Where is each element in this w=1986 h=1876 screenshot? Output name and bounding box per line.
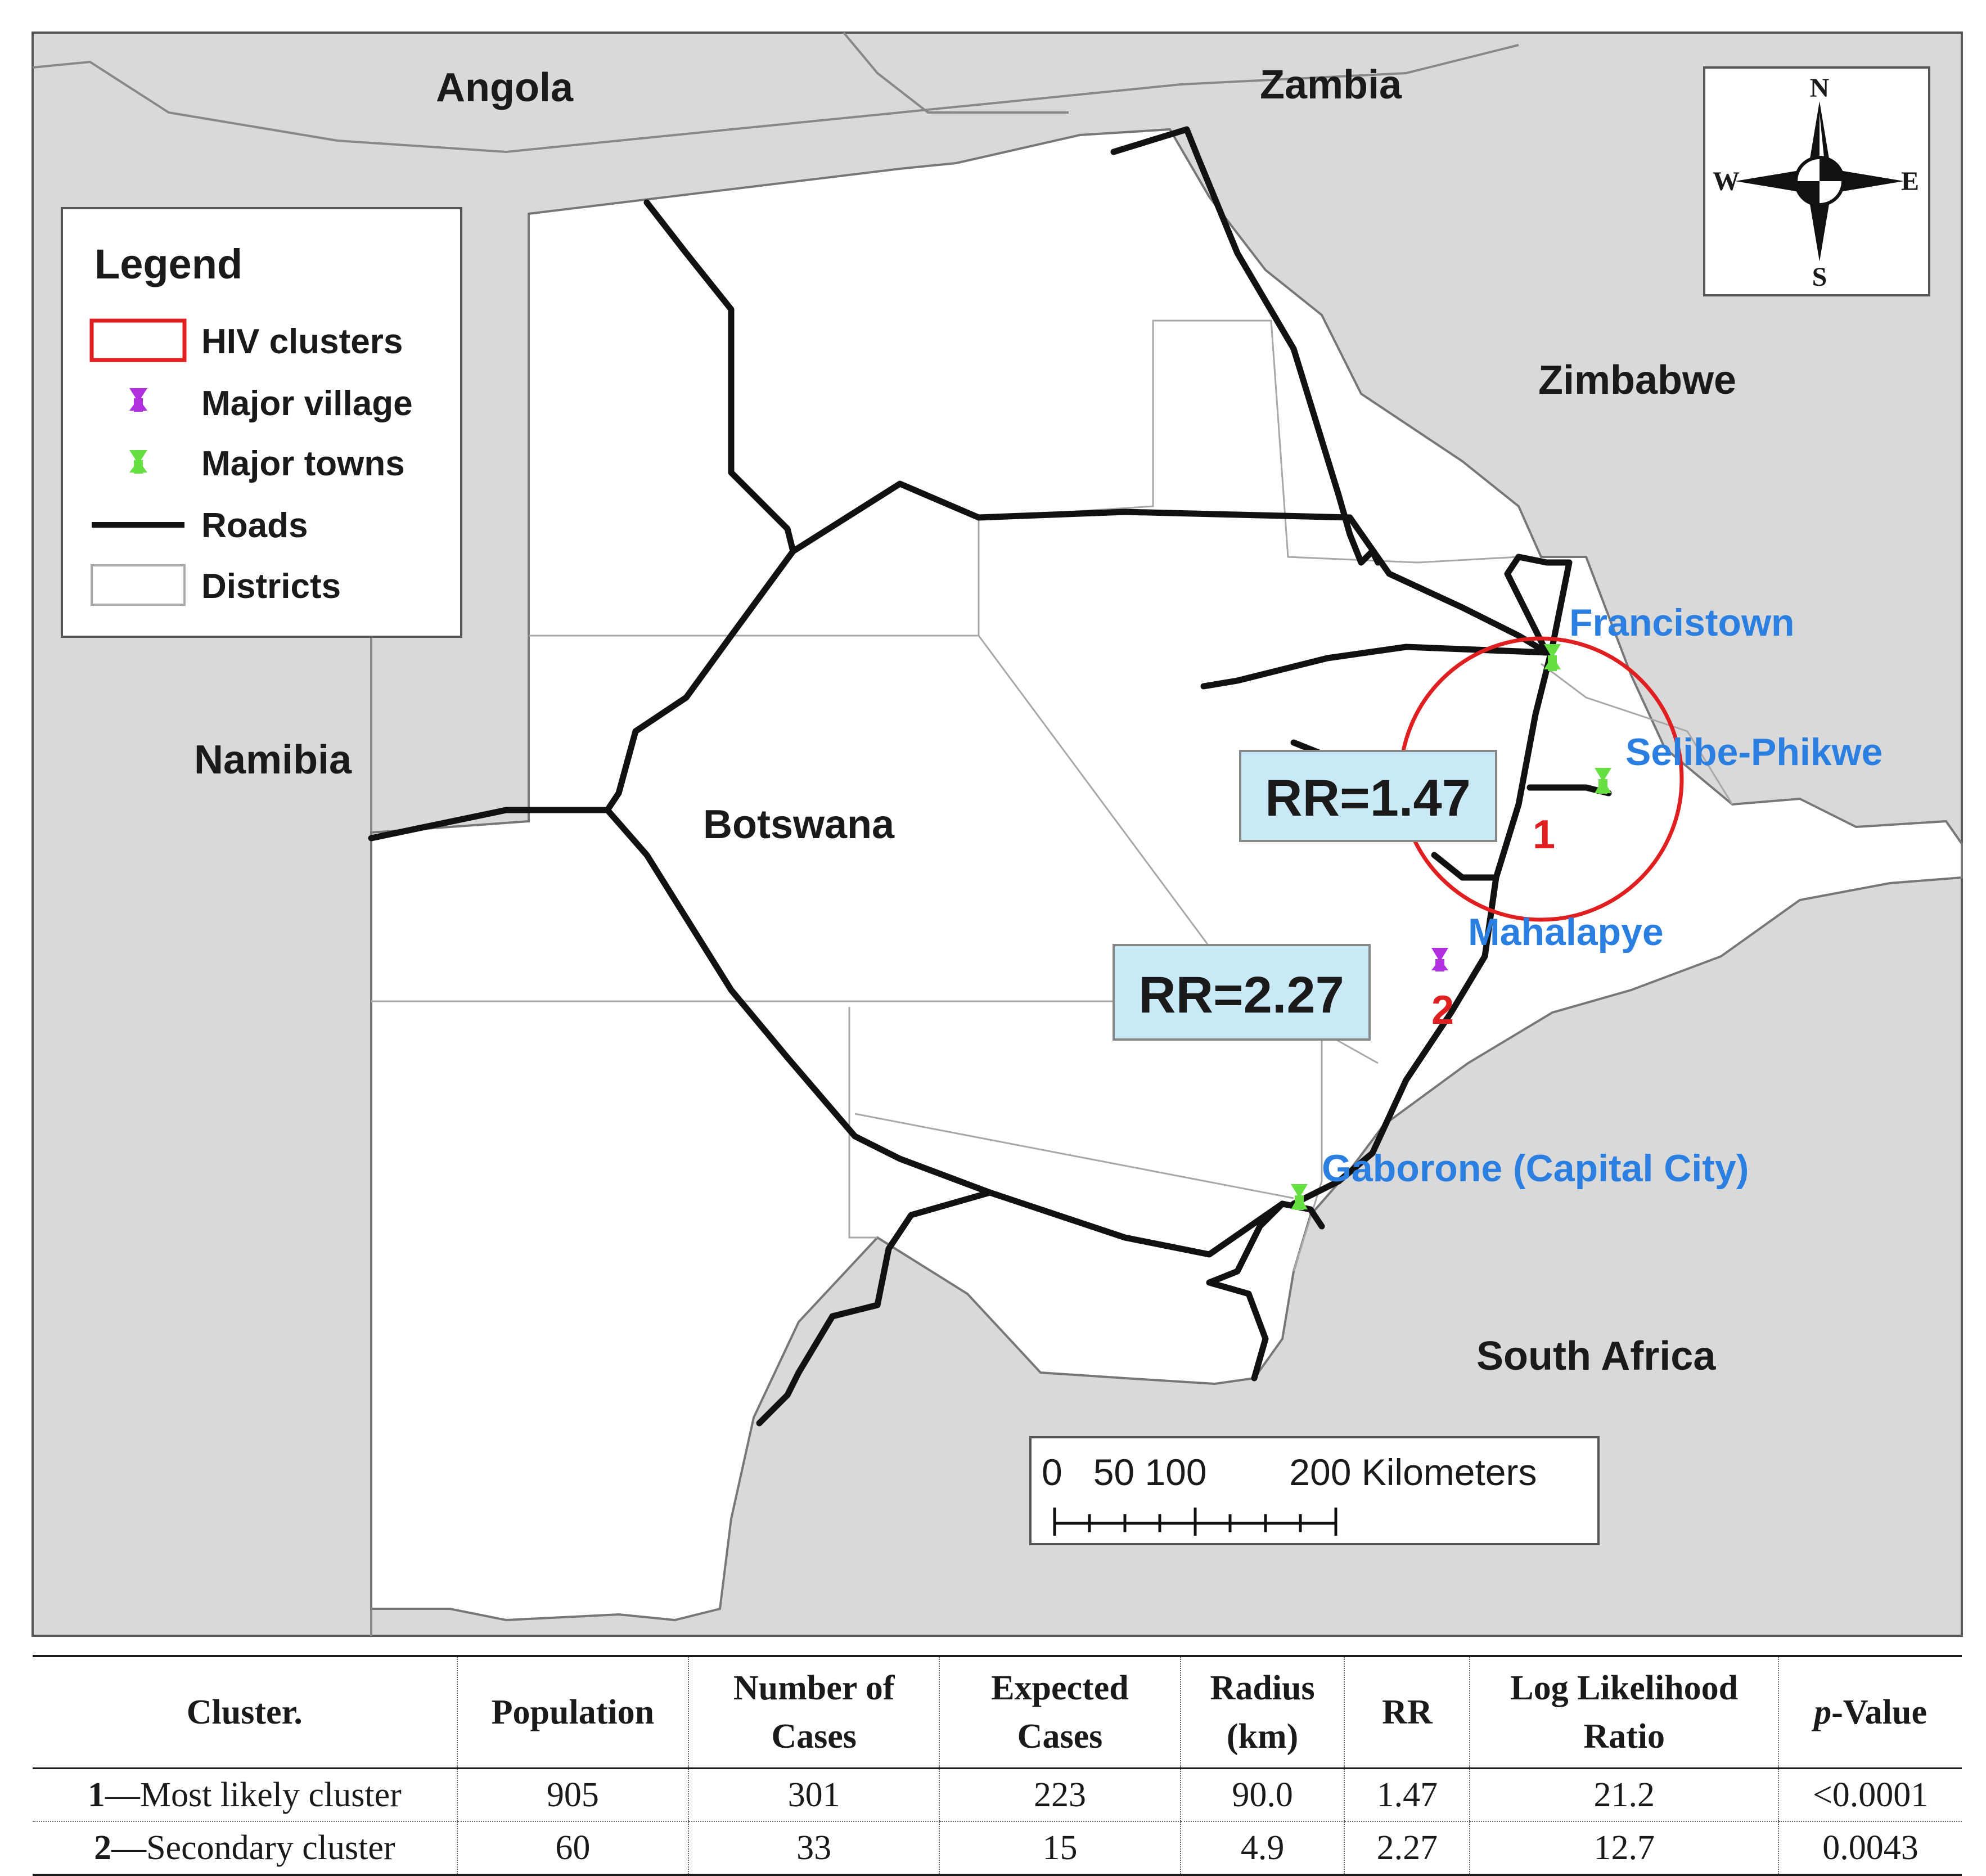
mahalapye-pin-icon <box>1431 948 1448 971</box>
cell-radius: 90.0 <box>1179 1768 1345 1822</box>
cell-cases: 301 <box>688 1768 940 1822</box>
town-label-gaborone: Gaborone (Capital City) <box>1322 1147 1749 1190</box>
country-label-zambia: Zambia <box>1260 62 1402 107</box>
legend-label-districts: Districts <box>201 567 341 606</box>
cell-cluster: 1—Most likely cluster <box>33 1768 457 1822</box>
cell-expected: 15 <box>939 1821 1181 1876</box>
francistown-pin-icon <box>1544 644 1561 671</box>
scale-bar-ruler <box>1053 1508 1337 1536</box>
town-label-mahalapye: Mahalapye <box>1468 911 1664 953</box>
header-radius: Radius(km) <box>1179 1655 1345 1769</box>
header-population: Population <box>456 1655 689 1769</box>
country-label-south-africa: South Africa <box>1476 1334 1716 1379</box>
country-label-botswana: Botswana <box>703 802 895 847</box>
legend-label-hiv-clusters: HIV clusters <box>201 322 403 361</box>
legend-label-roads: Roads <box>201 506 308 545</box>
gaborone-pin-icon <box>1291 1184 1308 1210</box>
district-swatch-icon <box>91 564 186 606</box>
cell-p-value: <0.0001 <box>1778 1768 1962 1822</box>
major-village-pin-icon <box>129 388 147 412</box>
cell-radius: 4.9 <box>1179 1821 1345 1876</box>
town-label-selibe-phikwe: Selibe-Phikwe <box>1625 731 1883 773</box>
compass-south: S <box>1812 262 1827 292</box>
legend-title: Legend <box>94 241 242 287</box>
cell-llr: 21.2 <box>1469 1768 1779 1822</box>
cell-p-value: 0.0043 <box>1778 1821 1962 1876</box>
table-row: 2—Secondary cluster 60 33 15 4.9 2.27 12… <box>33 1821 1962 1876</box>
compass-west: W <box>1713 167 1740 196</box>
scale-bar: 0 50 100 200 Kilometers <box>1029 1436 1600 1545</box>
cell-population: 60 <box>456 1821 689 1876</box>
cluster-number-2: 2 <box>1431 988 1454 1033</box>
town-pins <box>1291 644 1611 1210</box>
country-label-namibia: Namibia <box>194 737 352 782</box>
hiv-cluster-swatch-icon <box>89 318 187 362</box>
compass-rose: N S E W <box>1703 66 1930 296</box>
legend: Legend HIV clusters Major village Major … <box>61 207 462 638</box>
cell-cases: 33 <box>688 1821 940 1876</box>
map-canvas: Angola Zambia Zimbabwe Namibia Botswana … <box>31 32 1963 1637</box>
legend-label-major-village: Major village <box>201 384 413 423</box>
scale-bar-labels: 0 50 100 200 Kilometers <box>1042 1451 1537 1493</box>
cell-population: 905 <box>456 1768 689 1822</box>
cluster-number-1: 1 <box>1533 812 1555 857</box>
header-rr: RR <box>1344 1655 1470 1769</box>
cell-rr: 2.27 <box>1344 1821 1470 1876</box>
botswana-territory <box>370 128 1963 1622</box>
selibe-phikwe-pin-icon <box>1595 768 1611 794</box>
road-network <box>368 126 1612 1427</box>
map-panel: Angola Zambia Zimbabwe Namibia Botswana … <box>31 32 1963 1637</box>
compass-star-icon <box>1735 101 1904 262</box>
rr-box-cluster-2: RR=2.27 <box>1113 944 1371 1041</box>
cell-rr: 1.47 <box>1344 1768 1470 1822</box>
rr-label-cluster-1: RR=1.47 <box>1265 770 1471 827</box>
country-label-angola: Angola <box>436 65 574 110</box>
header-cluster: Cluster. <box>33 1655 457 1769</box>
header-p-value: p-Value <box>1778 1655 1962 1769</box>
cell-llr: 12.7 <box>1469 1821 1779 1876</box>
compass-east: E <box>1901 167 1919 196</box>
table-row: 1—Most likely cluster 905 301 223 90.0 1… <box>33 1768 1962 1822</box>
legend-label-major-towns: Major towns <box>201 444 405 483</box>
compass-north: N <box>1810 73 1830 103</box>
rr-box-cluster-1: RR=1.47 <box>1239 750 1497 842</box>
major-towns-pin-icon <box>129 450 147 474</box>
cell-cluster: 2—Secondary cluster <box>33 1821 457 1876</box>
country-label-zimbabwe: Zimbabwe <box>1538 358 1736 403</box>
town-label-francistown: Francistown <box>1569 601 1795 644</box>
cell-expected: 223 <box>939 1768 1181 1822</box>
rr-label-cluster-2: RR=2.27 <box>1138 966 1344 1024</box>
